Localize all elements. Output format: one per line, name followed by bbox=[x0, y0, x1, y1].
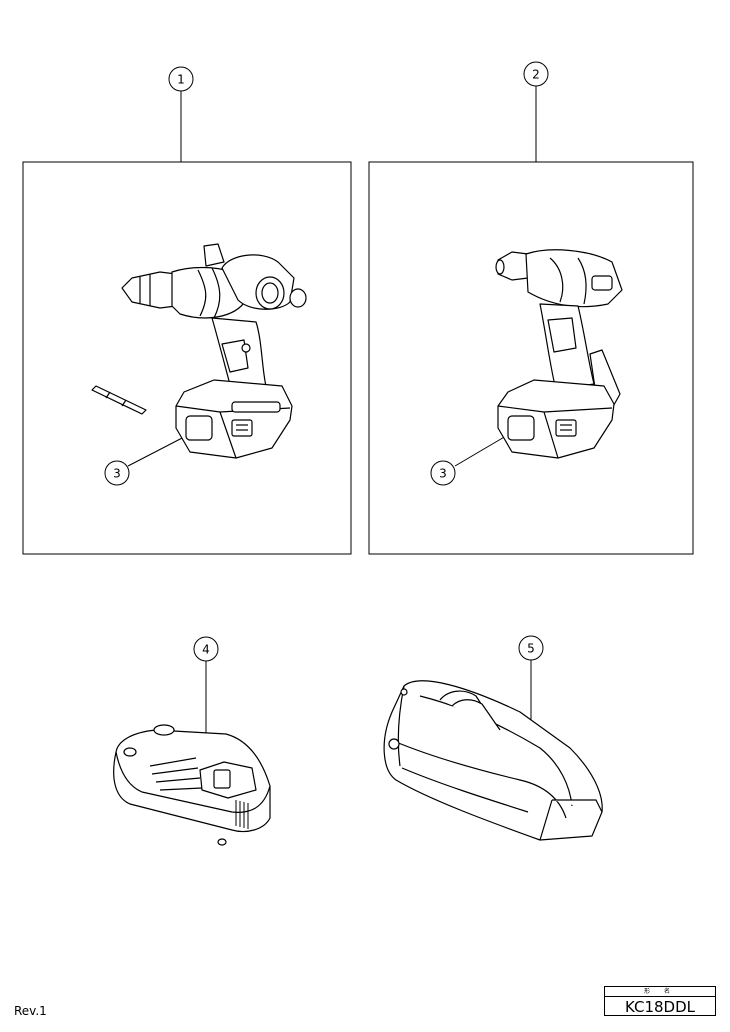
svg-text:4: 4 bbox=[202, 643, 210, 657]
svg-text:3: 3 bbox=[113, 467, 121, 481]
callout-3-drill: 3 bbox=[104, 460, 130, 486]
svg-text:1: 1 bbox=[177, 73, 185, 87]
callout-2: 2 bbox=[523, 61, 549, 87]
drill-kit-frame bbox=[22, 161, 352, 555]
svg-text:2: 2 bbox=[532, 68, 540, 82]
svg-text:5: 5 bbox=[527, 642, 535, 656]
model-heading: 形 名 bbox=[605, 987, 715, 997]
carrying-bag-illustration bbox=[383, 680, 603, 841]
callout-5: 5 bbox=[518, 635, 544, 661]
drill-driver-illustration bbox=[91, 243, 307, 459]
model-number: KC18DDL bbox=[624, 998, 696, 1016]
impact-kit-frame bbox=[368, 161, 694, 555]
callout-4: 4 bbox=[193, 636, 219, 662]
callout-3-impact: 3 bbox=[430, 460, 456, 486]
charger-illustration bbox=[113, 724, 271, 846]
model-title-block: 形 名 KC18DDL bbox=[604, 986, 716, 1016]
impact-driver-illustration bbox=[495, 249, 623, 459]
callout-1: 1 bbox=[168, 66, 194, 92]
revision-label: Rev.1 bbox=[14, 1004, 47, 1018]
svg-text:3: 3 bbox=[439, 467, 447, 481]
